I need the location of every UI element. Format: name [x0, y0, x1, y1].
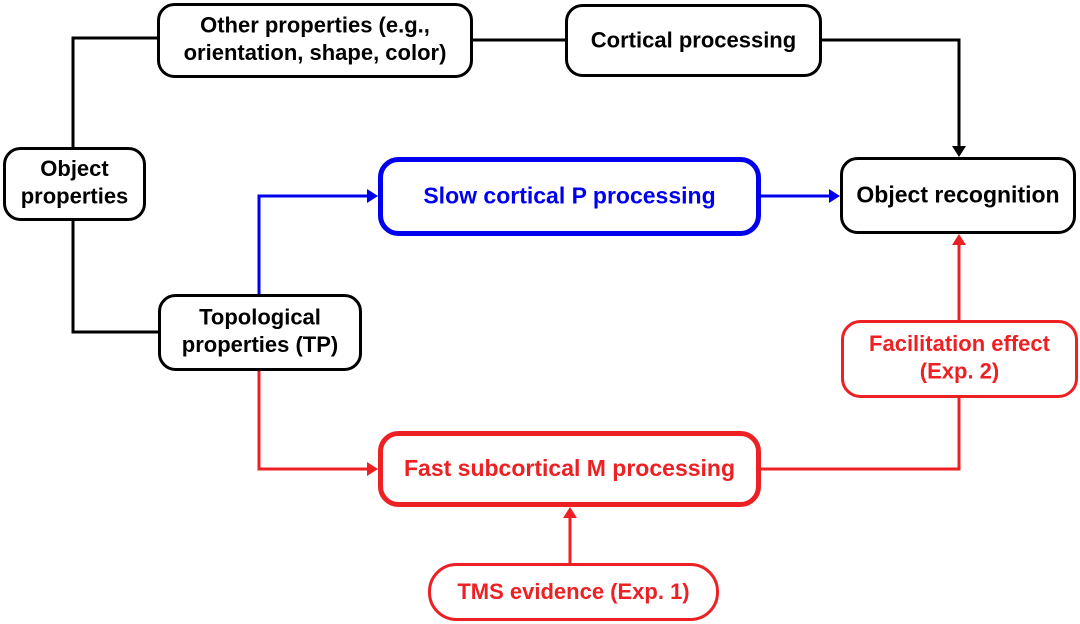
- node-label-slow-cortical-p-processing: Slow cortical P processing: [423, 183, 715, 209]
- node-label-object-recognition: Object recognition: [856, 182, 1059, 208]
- node-slow-cortical-p-processing[interactable]: Slow cortical P processing: [378, 157, 761, 236]
- arrowhead-slow-cortical-p-to-object-recognition: [829, 189, 840, 203]
- node-label-topological-properties-line1: Topological: [199, 305, 321, 330]
- node-box-facilitation-effect[interactable]: [841, 320, 1078, 398]
- node-box-cortical-processing[interactable]: [565, 4, 822, 77]
- edge-tms-evidence-to-fast-subcortical-m: [563, 507, 577, 563]
- arrowhead-cortical-processing-to-object-recognition: [952, 146, 966, 157]
- node-box-topological-properties[interactable]: [158, 294, 362, 371]
- node-label-other-properties-line1: Other properties (e.g.,: [200, 13, 430, 38]
- node-object-recognition[interactable]: Object recognition: [840, 157, 1076, 234]
- node-label-object-properties-line2: properties: [21, 183, 129, 208]
- edge-object-properties-to-topological-properties: [71, 184, 158, 334]
- arrowhead-tms-evidence-to-fast-subcortical-m: [563, 507, 577, 518]
- node-label-facilitation-effect-line2: (Exp. 2): [920, 358, 999, 383]
- edge-topological-properties-to-slow-cortical-p: [257, 189, 378, 294]
- node-label-other-properties-line2: orientation, shape, color): [184, 40, 447, 65]
- arrowhead-topological-properties-to-fast-subcortical-m: [367, 462, 378, 476]
- node-box-other-properties[interactable]: [157, 3, 473, 78]
- node-label-fast-subcortical-m-processing: Fast subcortical M processing: [404, 455, 735, 481]
- arrowhead-topological-properties-to-slow-cortical-p: [367, 189, 378, 203]
- edge-slow-cortical-p-to-object-recognition: [761, 189, 840, 203]
- node-box-slow-cortical-p-processing[interactable]: [378, 157, 761, 236]
- node-layer: Other properties (e.g.,orientation, shap…: [3, 3, 1078, 621]
- node-label-topological-properties-line2: properties (TP): [182, 332, 338, 357]
- node-fast-subcortical-m-processing[interactable]: Fast subcortical M processing: [378, 431, 761, 507]
- node-label-object-properties-line1: Object: [40, 156, 109, 181]
- edge-cortical-processing-to-object-recognition: [822, 38, 966, 157]
- edge-fast-subcortical-m-to-object-recognition: [761, 234, 966, 471]
- node-facilitation-effect[interactable]: Facilitation effect(Exp. 2): [841, 320, 1078, 398]
- edge-topological-properties-to-fast-subcortical-m: [257, 371, 378, 476]
- node-box-tms-evidence[interactable]: [428, 563, 719, 621]
- node-box-fast-subcortical-m-processing[interactable]: [378, 431, 761, 507]
- node-other-properties[interactable]: Other properties (e.g.,orientation, shap…: [157, 3, 473, 78]
- node-box-object-properties[interactable]: [3, 147, 146, 221]
- edge-object-properties-to-other-properties: [71, 36, 157, 184]
- edge-layer: [71, 36, 966, 563]
- arrowhead-fast-subcortical-m-to-object-recognition: [952, 234, 966, 245]
- node-tms-evidence[interactable]: TMS evidence (Exp. 1): [428, 563, 719, 621]
- node-cortical-processing[interactable]: Cortical processing: [565, 4, 822, 77]
- node-label-facilitation-effect-line1: Facilitation effect: [869, 331, 1051, 356]
- node-label-cortical-processing: Cortical processing: [591, 27, 796, 52]
- node-label-tms-evidence: TMS evidence (Exp. 1): [457, 579, 689, 604]
- node-box-object-recognition[interactable]: [840, 157, 1076, 234]
